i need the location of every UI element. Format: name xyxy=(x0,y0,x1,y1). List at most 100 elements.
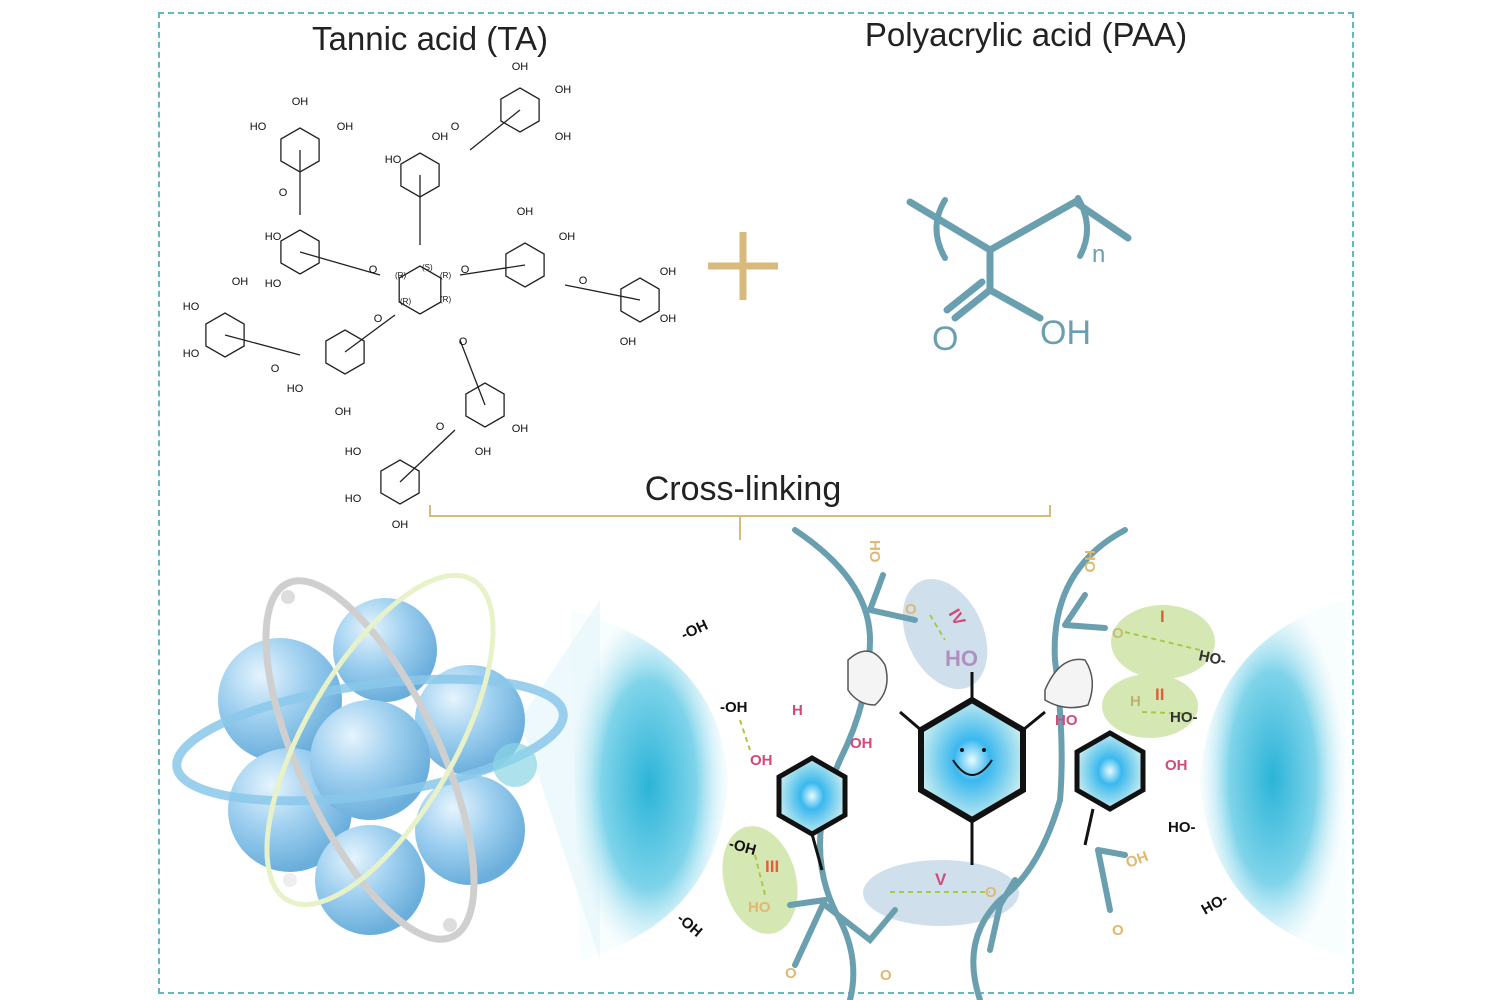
ta-atom-label: O xyxy=(369,264,378,276)
ta-atom-label: OH xyxy=(660,313,677,325)
surface-hydroxyl: HO- xyxy=(1168,819,1196,836)
benzene-ring xyxy=(505,242,545,288)
carboxyl-hydroxyl: HO xyxy=(866,540,883,563)
benzene-ring xyxy=(465,382,505,428)
carbonyl-oxygen: O xyxy=(880,967,892,984)
carbonyl-oxygen: O xyxy=(785,965,797,982)
ester-bond xyxy=(459,264,526,276)
nanoparticle-left xyxy=(570,610,728,960)
ta-atom-label: O xyxy=(279,187,288,199)
ta-atom-label: OH xyxy=(660,266,677,278)
ester-bond xyxy=(564,284,641,301)
tannic-acid-stereo-labels: (R) (S) (R) (R) (R) xyxy=(395,263,451,306)
ta-atom-label: OH xyxy=(620,336,637,348)
carboxyl-hydroxyl: HO xyxy=(1081,550,1098,573)
surface-hydroxyl: HO- xyxy=(1199,890,1231,918)
ta-atom-label: HO xyxy=(385,154,402,166)
carbonyl-oxygen: O xyxy=(1112,625,1124,642)
ester-bond xyxy=(399,429,456,483)
phenol-hydroxyl: HO xyxy=(945,646,978,671)
interaction-zone-iv xyxy=(902,579,988,689)
ta-atom-label: OH xyxy=(232,276,249,288)
ta-atom-label: O xyxy=(436,421,445,433)
ta-atom-label: HO xyxy=(287,383,304,395)
title-polyacrylic-acid: Polyacrylic acid (PAA) xyxy=(865,16,1187,53)
cross-linking-label: Cross-linking xyxy=(645,470,842,508)
plus-sign xyxy=(708,232,778,300)
interaction-label-v: V xyxy=(935,870,947,889)
surface-hydroxyl: -OH xyxy=(673,910,705,941)
ta-atom-label: OH xyxy=(475,446,492,458)
stereo-label: (S) xyxy=(422,263,433,272)
stereo-label: (R) xyxy=(395,271,406,280)
phenol-hydroxyl: OH xyxy=(850,735,873,752)
ta-atom-label: OH xyxy=(512,423,529,435)
benzene-ring xyxy=(620,277,660,323)
functional-group-labels: -OH -OH -OH -OH HO- HO- HO- HO- HO OH OH… xyxy=(673,540,1230,984)
surface-hydroxyl: HO- xyxy=(1197,647,1227,669)
ta-atom-label: HO xyxy=(265,278,282,290)
surface-hydroxyl: -OH xyxy=(727,835,758,859)
phenol-ring-right xyxy=(1074,730,1146,846)
carboxyl-hydroxyl: OH xyxy=(1124,848,1151,872)
stereo-label: (R) xyxy=(440,295,451,304)
carbonyl-oxygen: O xyxy=(1112,922,1124,939)
carbonyl-oxygen: O xyxy=(905,601,917,618)
benzene-ring xyxy=(325,329,365,375)
surface-hydroxyl: -OH xyxy=(720,699,748,716)
paa-chains xyxy=(787,527,1128,1000)
interaction-label-i: I xyxy=(1160,607,1165,626)
ta-atom-label: HO xyxy=(183,348,200,360)
diagram-frame xyxy=(158,12,1354,994)
paa-carbonyl-o: O xyxy=(932,320,958,358)
ta-atom-label: OH xyxy=(432,131,449,143)
hydrogen-bond-lines xyxy=(739,614,1201,896)
phenol-hydrogen: H xyxy=(792,702,803,719)
ester-bond xyxy=(469,109,521,151)
surface-hydroxyl: -OH xyxy=(679,617,711,644)
benzene-ring xyxy=(205,312,245,358)
interaction-zone-v xyxy=(863,860,1019,926)
interaction-label-ii: II xyxy=(1155,685,1164,704)
phenol-ring-center xyxy=(899,672,1046,865)
benzene-ring xyxy=(500,87,540,133)
ta-atom-label: O xyxy=(459,336,468,348)
ta-atom-label: HO xyxy=(345,446,362,458)
ta-atom-label: O xyxy=(451,121,460,133)
carboxyl-hydroxyl: HO xyxy=(748,899,771,916)
nanoparticle-cluster-illustration xyxy=(172,572,600,960)
ta-atom-label: OH xyxy=(335,406,352,418)
cross-linking-bracket xyxy=(429,505,1051,540)
ta-atom-label: O xyxy=(374,313,383,325)
ta-atom-label: O xyxy=(271,363,280,375)
ta-atom-label: OH xyxy=(337,121,354,133)
interaction-label-iii: III xyxy=(765,857,779,876)
ta-atom-label: OH xyxy=(517,206,534,218)
ta-atom-label: OH xyxy=(559,231,576,243)
ta-atom-label: O xyxy=(461,264,470,276)
phenol-hydroxyl: HO xyxy=(1055,712,1078,729)
ta-atom-label: OH xyxy=(555,131,572,143)
paa-structure xyxy=(906,195,1132,322)
ta-atom-label: HO xyxy=(345,493,362,505)
nanoparticle-right xyxy=(1200,600,1345,955)
ta-atom-label: OH xyxy=(292,96,309,108)
ta-atom-label: HO xyxy=(183,301,200,313)
glucose-core xyxy=(398,265,442,315)
ester-bond xyxy=(224,334,301,356)
ester-bond xyxy=(459,339,486,406)
stereo-label: (R) xyxy=(400,297,411,306)
phenol-hydroxyl: OH xyxy=(1165,757,1188,774)
ta-atom-label: HO xyxy=(250,121,267,133)
interaction-zone-ii xyxy=(1102,674,1198,738)
hand-icon xyxy=(847,650,1094,709)
ta-atom-label: OH xyxy=(392,519,409,531)
benzene-ring xyxy=(380,459,420,505)
paa-n-subscript: n xyxy=(1092,241,1105,268)
phenol-hydroxyl: OH xyxy=(750,752,773,769)
surface-hydroxyl: HO- xyxy=(1170,709,1198,726)
interaction-zone-iii xyxy=(722,826,798,934)
paa-hydroxyl: OH xyxy=(1040,314,1091,352)
